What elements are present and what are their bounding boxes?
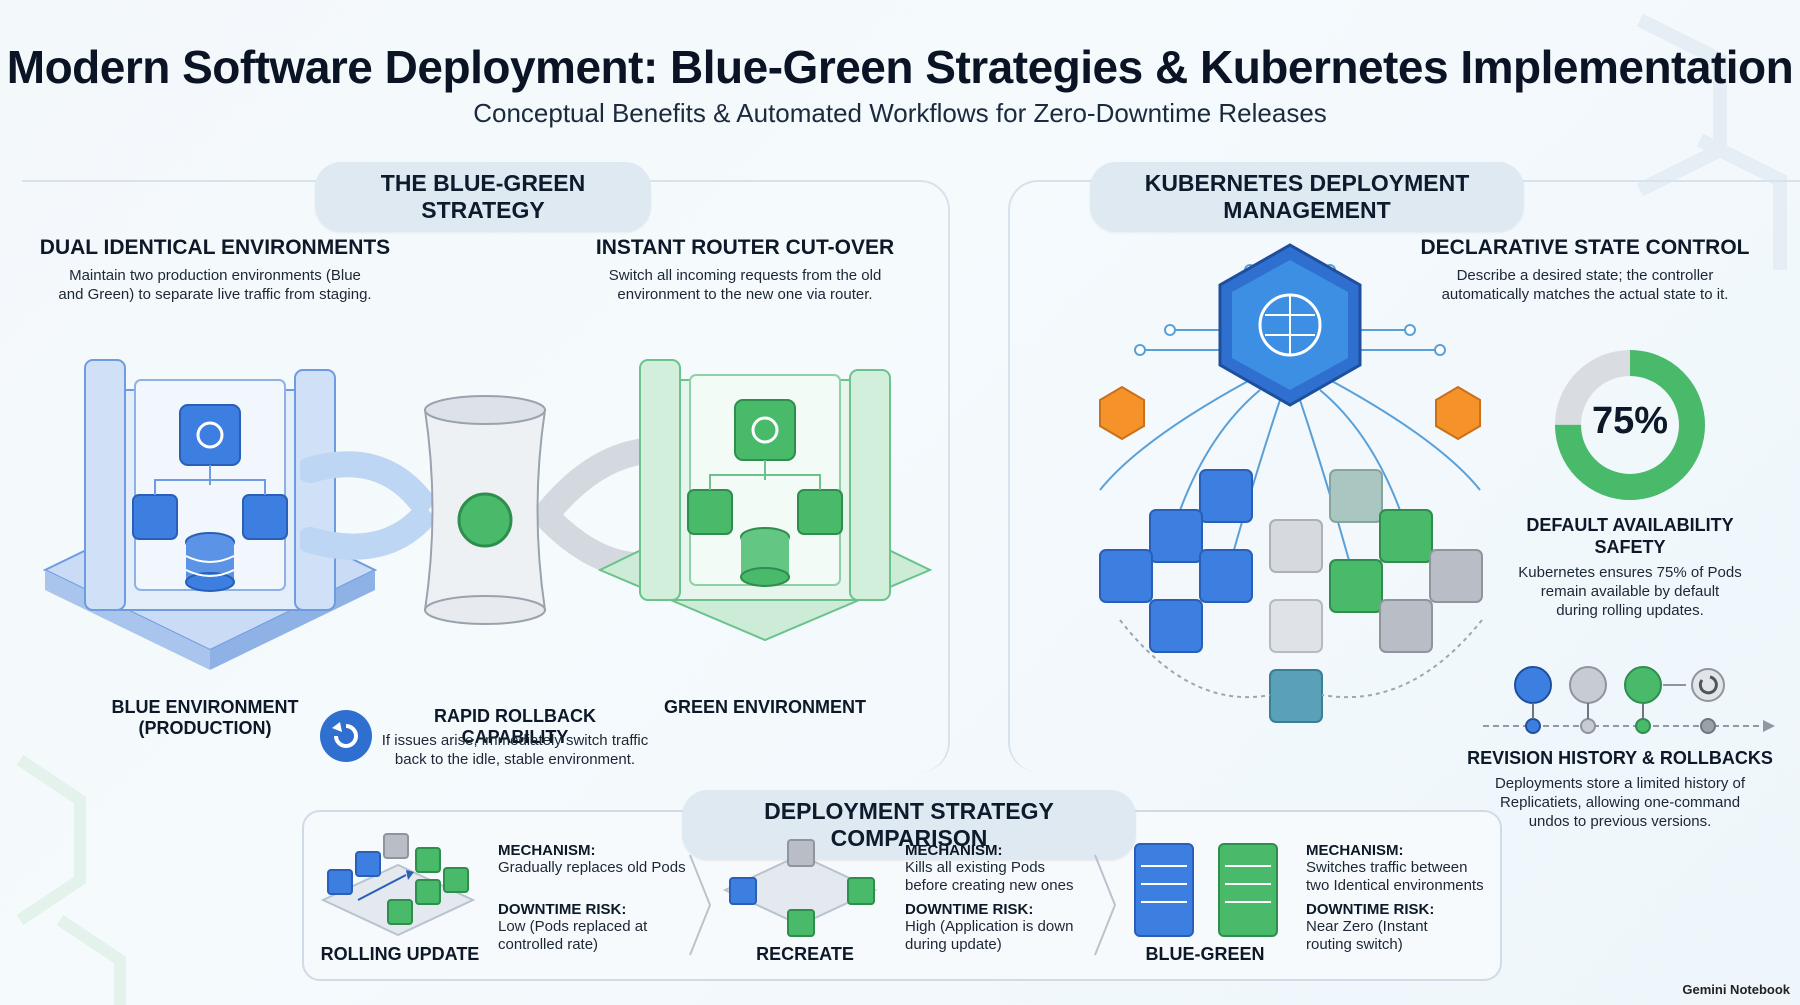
- revision-heading: REVISION HISTORY & ROLLBACKS: [1467, 748, 1773, 768]
- green-server-illustration: [597, 359, 933, 642]
- mechanism-label: MECHANISM:: [498, 842, 596, 859]
- risk-label: DOWNTIME RISK:: [498, 901, 627, 918]
- rolling-update-icon: [320, 833, 476, 937]
- dual-env-heading: DUAL IDENTICAL ENVIRONMENTS: [39, 236, 391, 259]
- rollback-desc-2: back to the idle, stable environment.: [394, 751, 636, 768]
- revision-desc-3: undos to previous versions.: [1528, 813, 1712, 830]
- router-desc-1: Switch all incoming requests from the ol…: [608, 267, 882, 284]
- risk-text: controlled rate): [498, 936, 599, 953]
- availability-value: 75%: [1591, 400, 1669, 442]
- mechanism-label: MECHANISM:: [905, 842, 1003, 859]
- risk-text: Low (Pods replaced at: [498, 918, 648, 935]
- declarative-heading: DECLARATIVE STATE CONTROL: [1420, 236, 1750, 259]
- risk-text: during update): [905, 936, 1002, 953]
- blue-server-illustration: [42, 359, 378, 670]
- mechanism-text: Kills all existing Pods: [905, 859, 1046, 876]
- page-title: Modern Software Deployment: Blue-Green S…: [6, 41, 1794, 93]
- rollback-heading: RAPID ROLLBACK CAPABILITY: [434, 706, 596, 747]
- risk-label: DOWNTIME RISK:: [1306, 901, 1435, 918]
- rollback-icon: [320, 710, 372, 762]
- availability-desc-3: during rolling updates.: [1556, 602, 1704, 619]
- dual-env-desc-1: Maintain two production environments (Bl…: [69, 267, 361, 284]
- availability-ring-fill: [1555, 350, 1705, 500]
- strategy-name-blue-green: BLUE-GREEN: [1145, 944, 1265, 964]
- strategy-name-recreate: RECREATE: [756, 944, 854, 964]
- router-desc-2: environment to the new one via router.: [617, 286, 873, 303]
- mechanism-text: [498, 877, 688, 895]
- blue-env-label-2: (PRODUCTION): [138, 718, 272, 738]
- availability-desc-2: remain available by default: [1540, 583, 1720, 600]
- dual-env-desc-2: and Green) to separate live traffic from…: [58, 286, 372, 303]
- green-env-label: GREEN ENVIRONMENT: [663, 697, 867, 717]
- declarative-desc-1: Describe a desired state; the controller: [1456, 267, 1714, 284]
- kubernetes-controller-illustration: [1099, 243, 1483, 723]
- comparison-separator-2: [1094, 854, 1117, 956]
- risk-label: DOWNTIME RISK:: [905, 901, 1034, 918]
- page-subtitle: Conceptual Benefits & Automated Workflow…: [473, 98, 1327, 128]
- blue-green-section-title: THE BLUE-GREEN STRATEGY: [315, 162, 651, 232]
- blue-green-icon: [1134, 843, 1278, 937]
- recreate-icon: [722, 839, 878, 937]
- blue-env-label-1: BLUE ENVIRONMENT: [111, 697, 299, 717]
- mechanism-text: Gradually replaces old Pods: [498, 859, 686, 876]
- mechanism-text: two Identical environments: [1306, 877, 1484, 894]
- risk-text: routing switch): [1306, 936, 1403, 953]
- rollback-desc-1: If issues arise, immediately switch traf…: [381, 732, 649, 749]
- strategy-rolling: MECHANISM: Gradually replaces old Pods D…: [498, 842, 688, 954]
- strategy-recreate: MECHANISM: Kills all existing Pods befor…: [905, 842, 1095, 954]
- availability-heading-1: DEFAULT AVAILABILITY: [1526, 515, 1734, 535]
- revision-desc-2: Replicatiets, allowing one-command: [1499, 794, 1741, 811]
- revision-desc-1: Deployments store a limited history of: [1494, 775, 1746, 792]
- mechanism-label: MECHANISM:: [1306, 842, 1404, 859]
- mechanism-text: Switches traffic between: [1306, 859, 1468, 876]
- availability-desc-1: Kubernetes ensures 75% of Pods: [1518, 564, 1742, 581]
- strategy-name-rolling: ROLLING UPDATE: [320, 944, 480, 964]
- router-heading: INSTANT ROUTER CUT-OVER: [595, 236, 895, 259]
- brand-label: Gemini Notebook: [1682, 982, 1790, 997]
- comparison-separator-1: [689, 854, 712, 956]
- strategy-blue-green: MECHANISM: Switches traffic between two …: [1306, 842, 1496, 954]
- risk-text: Near Zero (Instant: [1306, 918, 1428, 935]
- availability-ring: [1555, 350, 1705, 500]
- revision-timeline: [1483, 666, 1775, 734]
- risk-text: High (Application is down: [905, 918, 1074, 935]
- availability-heading-2: SAFETY: [1594, 537, 1666, 557]
- comparison-section-title: DEPLOYMENT STRATEGY COMPARISON: [682, 790, 1136, 860]
- mechanism-text: before creating new ones: [905, 877, 1074, 894]
- kubernetes-section-title: KUBERNETES DEPLOYMENT MANAGEMENT: [1090, 162, 1524, 232]
- declarative-desc-2: automatically matches the actual state t…: [1441, 286, 1729, 303]
